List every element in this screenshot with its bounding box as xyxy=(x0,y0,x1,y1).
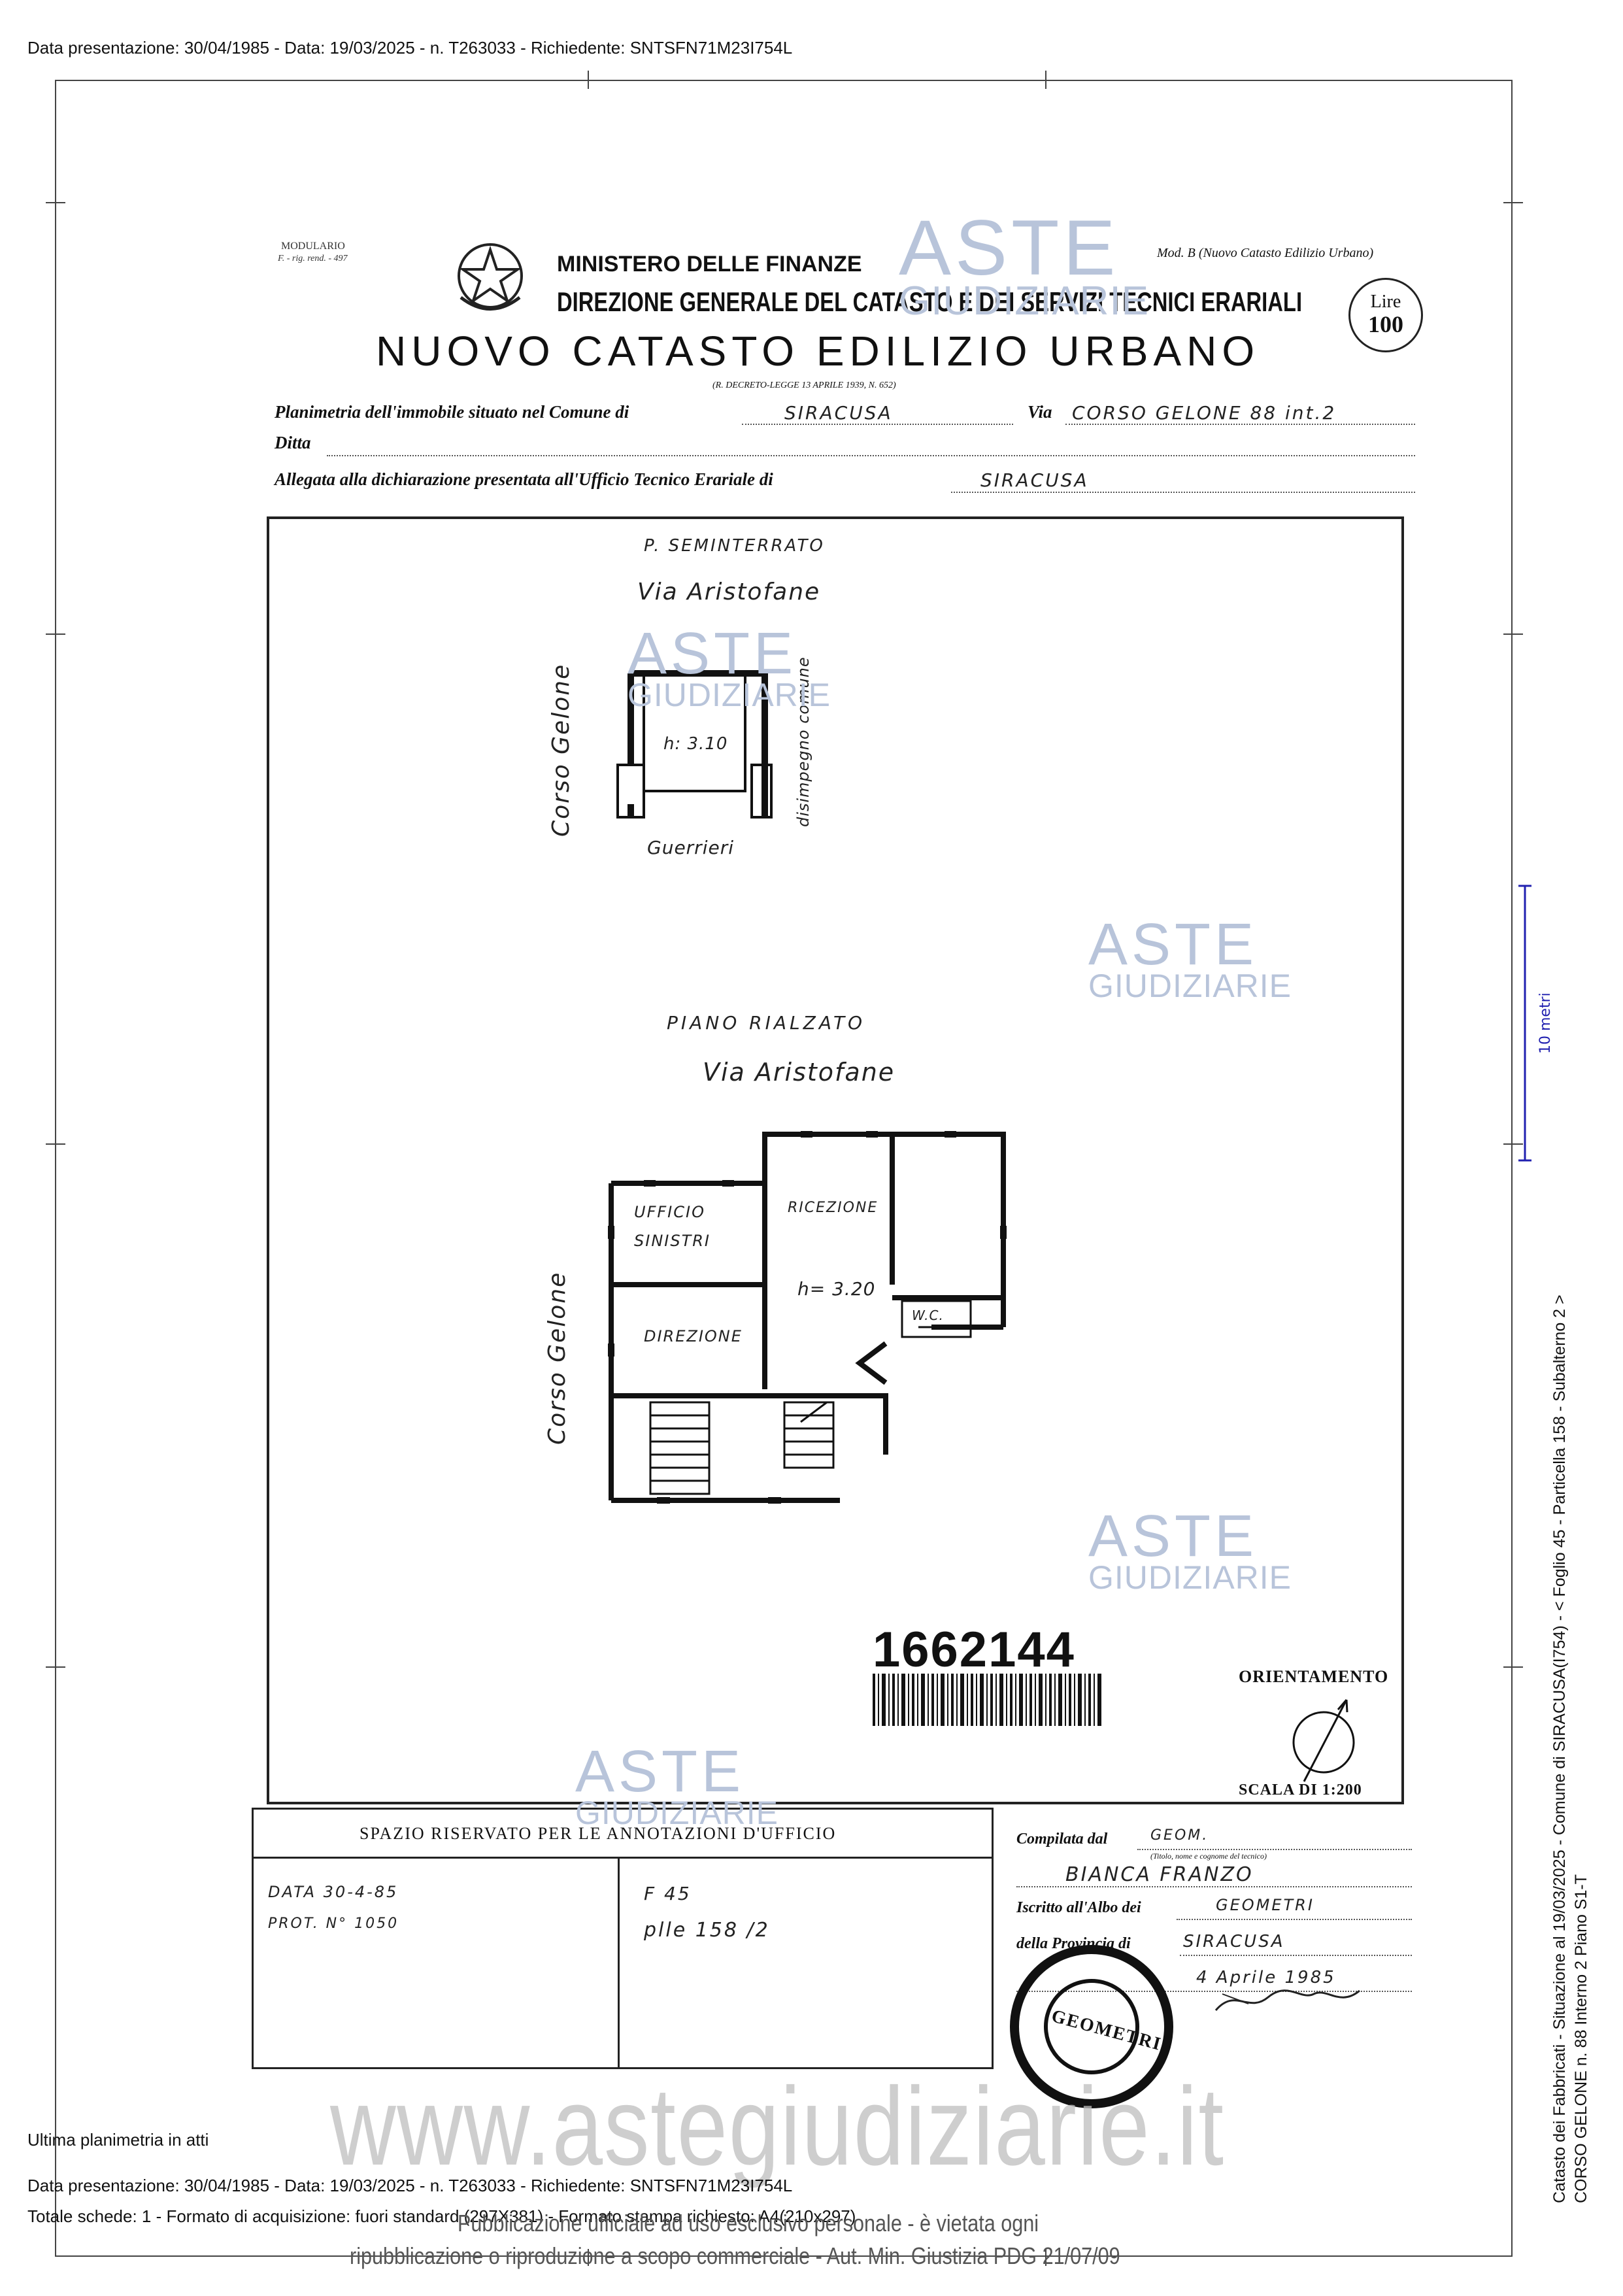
orientation-label: ORIENTAMENTO xyxy=(1239,1667,1389,1686)
ditta-label: Ditta xyxy=(275,433,311,452)
comune-line xyxy=(742,424,1013,425)
watermark-logo-2: ASTE GIUDIZIARIE xyxy=(627,621,831,713)
via-line xyxy=(1065,424,1415,425)
barcode-icon xyxy=(873,1674,1101,1726)
ground-title: PIANO RIALZATO xyxy=(667,1012,866,1034)
scale-label: SCALA DI 1:200 xyxy=(1239,1781,1362,1798)
tecnico-line xyxy=(1016,1886,1412,1887)
allegata-label: Allegata alla dichiarazione presentata a… xyxy=(275,469,773,489)
compilata-label: Compilata dal xyxy=(1016,1831,1108,1848)
annotation-box xyxy=(252,1808,994,2069)
compilata-value: GEOM. xyxy=(1150,1827,1209,1844)
footer-ultima: Ultima planimetria in atti xyxy=(27,2130,209,2150)
lire-stamp: Lire 100 xyxy=(1348,278,1423,352)
footer-notice-2: ripubblicazione o riproduzione a scopo c… xyxy=(350,2242,1120,2269)
compilata-line xyxy=(1137,1849,1412,1850)
signature-icon xyxy=(1214,1989,1360,2011)
watermark-giudiziarie: GIUDIZIARIE xyxy=(575,1795,779,1831)
provincia-label: della Provincia di xyxy=(1016,1935,1131,1952)
via-value: CORSO GELONE 88 int.2 xyxy=(1072,402,1337,424)
basement-title: P. SEMINTERRATO xyxy=(644,536,825,556)
watermark-giudiziarie: GIUDIZIARIE xyxy=(627,677,831,713)
date-line xyxy=(1016,1991,1412,1992)
ufficio-line xyxy=(951,492,1415,493)
annotation-foglio: F 45 xyxy=(644,1883,692,1904)
annotation-vdivider xyxy=(618,1857,620,2069)
footer-notice-1: Pubblicazione ufficiale ad uso esclusivo… xyxy=(458,2210,1039,2237)
modulario-sub: F. - rig. rend. - 497 xyxy=(278,254,348,263)
basement-street-top: Via Aristofane xyxy=(637,579,821,605)
modulario: MODULARIO xyxy=(281,241,345,252)
page-frame xyxy=(55,80,1513,2257)
lire-label: Lire xyxy=(1370,292,1401,312)
annotation-particella: plle 158 /2 xyxy=(644,1919,770,1942)
via-label: Via xyxy=(1028,402,1052,422)
watermark-url: www.astegiudiziarie.it xyxy=(330,2065,1225,2189)
footer-line2: Totale schede: 1 - Formato di acquisizio… xyxy=(27,2206,856,2226)
watermark-logo-1: ASTE GIUDIZIARIE xyxy=(899,204,1150,324)
ditta-line xyxy=(327,455,1415,456)
basement-street-bottom: Guerrieri xyxy=(647,837,734,858)
ufficio-value: SIRACUSA xyxy=(980,469,1089,491)
annotation-divider xyxy=(252,1857,994,1859)
iscritto-line xyxy=(1177,1919,1412,1920)
form-title: NUOVO CATASTO EDILIZIO URBANO xyxy=(376,328,1260,375)
footer-line1: Data presentazione: 30/04/1985 - Data: 1… xyxy=(27,2176,793,2195)
provincia-line xyxy=(1180,1955,1412,1956)
decree: (R. DECRETO-LEGGE 13 APRILE 1939, N. 652… xyxy=(712,380,896,390)
room-direzione: DIREZIONE xyxy=(644,1327,743,1345)
annotation-title: SPAZIO RISERVATO PER LE ANNOTAZIONI D'UF… xyxy=(360,1824,837,1843)
side-text-1: Catasto dei Fabbricati - Situazione al 1… xyxy=(1550,1294,1569,2203)
watermark-logo-4: ASTE GIUDIZIARIE xyxy=(1088,1504,1292,1596)
ground-height: h= 3.20 xyxy=(797,1278,876,1300)
ground-street-left: Corso Gelone xyxy=(544,1271,571,1445)
iscritto-label: Iscritto all'Albo dei xyxy=(1016,1899,1141,1916)
plan-frame xyxy=(267,516,1404,1804)
watermark-logo-5: ASTE GIUDIZIARIE xyxy=(575,1739,779,1831)
ground-street-top: Via Aristofane xyxy=(703,1058,895,1087)
watermark-aste: ASTE xyxy=(899,204,1120,292)
direction: DIREZIONE GENERALE DEL CATASTO E DEI SER… xyxy=(557,286,1303,317)
side-text-2: CORSO GELONE n. 88 Interno 2 Piano S1-T xyxy=(1572,1874,1590,2203)
comune-value: SIRACUSA xyxy=(784,402,893,424)
mod-b: Mod. B (Nuovo Catasto Edilizio Urbano) xyxy=(1157,246,1374,260)
titolo-note: (Titolo, nome e cognome del tecnico) xyxy=(1150,1851,1267,1861)
watermark-aste: ASTE xyxy=(1088,1504,1258,1569)
barcode-number: 1662144 xyxy=(873,1622,1075,1678)
north-arrow-icon xyxy=(1292,1699,1355,1782)
scale-bar-label: 10 metri xyxy=(1537,992,1554,1054)
watermark-aste: ASTE xyxy=(575,1739,745,1804)
room-wc: W.C. xyxy=(912,1308,944,1323)
watermark-giudiziarie: GIUDIZIARIE xyxy=(1088,968,1292,1004)
watermark-aste: ASTE xyxy=(1088,912,1258,977)
iscritto-value: GEOMETRI xyxy=(1216,1896,1314,1914)
watermark-aste: ASTE xyxy=(627,621,797,686)
basement-height: h: 3.10 xyxy=(663,734,728,754)
watermark-giudiziarie: GIUDIZIARIE xyxy=(899,279,1150,324)
provincia-value: SIRACUSA xyxy=(1183,1932,1285,1951)
emblem-icon xyxy=(458,243,523,311)
room-ricezione: RICEZIONE xyxy=(788,1200,878,1216)
ministry: MINISTERO DELLE FINANZE xyxy=(557,252,862,277)
watermark-logo-3: ASTE GIUDIZIARIE xyxy=(1088,912,1292,1004)
watermark-giudiziarie: GIUDIZIARIE xyxy=(1088,1559,1292,1596)
ground-plan xyxy=(608,1131,1007,1504)
date-value: 4 Aprile 1985 xyxy=(1196,1968,1336,1987)
basement-street-left: Corso Gelone xyxy=(548,663,575,837)
tecnico-name: BIANCA FRANZO xyxy=(1065,1863,1254,1886)
room-ufficio: UFFICIO SINISTRI xyxy=(634,1203,711,1250)
lire-value: 100 xyxy=(1368,311,1403,337)
scale-bar xyxy=(1518,885,1531,1162)
planimetria-label: Planimetria dell'immobile situato nel Co… xyxy=(275,402,629,422)
basement-plan xyxy=(616,670,773,819)
annotation-data: DATA 30-4-85 xyxy=(268,1883,399,1901)
annotation-prot: PROT. N° 1050 xyxy=(268,1916,399,1932)
header-line: Data presentazione: 30/04/1985 - Data: 1… xyxy=(27,38,793,58)
